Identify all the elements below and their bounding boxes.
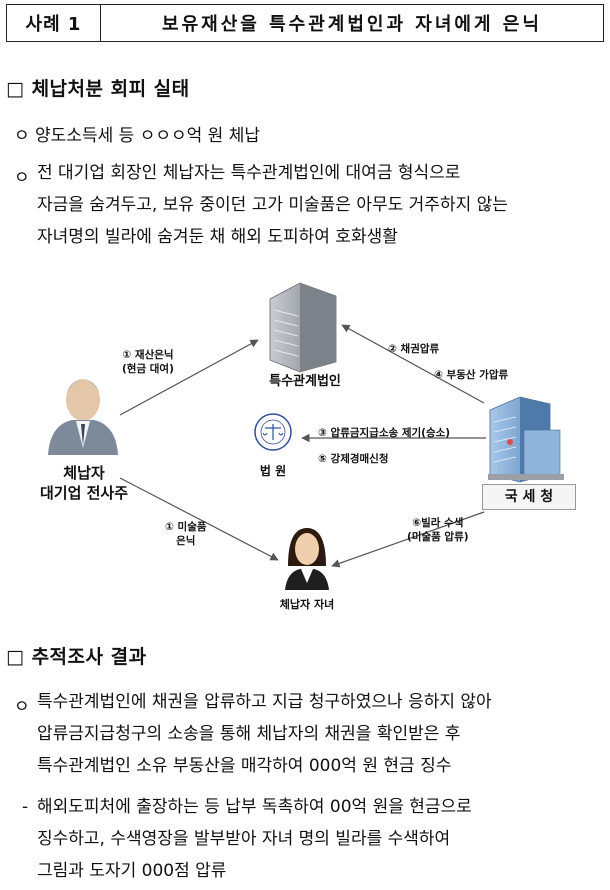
- bullet-mark: ㅇ: [14, 168, 30, 188]
- text-line: 전 대기업 회장인 체납자는 특수관계법인에 대여금 형식으로: [37, 163, 461, 183]
- case-label: 사례 1: [7, 5, 101, 41]
- bullet-arrears: ㅇ 양도소득세 등 ㅇㅇㅇ억 원 체납: [14, 126, 260, 146]
- case-header: 사례 1 보유재산을 특수관계법인과 자녀에게 은닉: [6, 4, 604, 42]
- text-line: 특수관계법인에 채권을 압류하고 지급 청구하였으나 응하지 않아: [37, 692, 492, 712]
- court-seal-icon: [254, 413, 292, 451]
- section-title-results: □ 추적조사 결과: [6, 646, 147, 668]
- bullet-mark: ㅇ: [14, 697, 30, 717]
- arrow-label-hide-assets: ① 재산은닉(현금 대여): [122, 349, 174, 375]
- nts-building-icon: [488, 396, 564, 483]
- text-line: 그림과 도자기 000점 압류: [37, 861, 227, 881]
- section-title-evasion: □ 체납처분 회피 실태: [6, 78, 190, 100]
- text-line: 자녀명의 빌라에 숨겨둔 채 해외 도피하여 호화생활: [37, 227, 398, 247]
- child-label: 체납자 자녀: [279, 598, 335, 611]
- paragraph-results-2: 해외도피처에 출장하는 등 납부 독촉하여 00억 원을 현금으로 징수하고, …: [37, 791, 603, 887]
- text-line: 해외도피처에 출장하는 등 납부 독촉하여 00억 원을 현금으로: [37, 797, 472, 817]
- child-person-icon: [285, 528, 329, 590]
- case-title: 보유재산을 특수관계법인과 자녀에게 은닉: [162, 14, 542, 35]
- text-line: 징수하고, 수색영장을 발부받아 자녀 명의 빌라를 수색하여: [37, 829, 451, 849]
- taxpayer-label: 체납자: [63, 464, 105, 482]
- court-label: 법 원: [259, 464, 287, 478]
- arrow-label-search-villa: ⑥빌라 수색(미술품 압류): [407, 517, 469, 543]
- arrow-label-lawsuit: ③ 압류금지급소송 제기(승소): [318, 427, 451, 439]
- company-building-icon: [269, 282, 337, 373]
- dash-mark: -: [22, 797, 29, 817]
- text-line: 특수관계법인 소유 부동산을 매각하여 000억 원 현금 징수: [37, 756, 452, 776]
- arrow-label-auction: ⑤ 강제경매신청: [318, 453, 389, 465]
- taxpayer-person-icon: [48, 379, 118, 455]
- paragraph-results-1: 특수관계법인에 채권을 압류하고 지급 청구하였으나 응하지 않아 압류금지급청…: [37, 686, 603, 782]
- taxpayer-sublabel: 대기업 전사주: [39, 484, 129, 502]
- arrow-label-provisional-seizure: ④ 부동산 가압류: [434, 369, 509, 381]
- company-label: 특수관계법인: [269, 374, 341, 389]
- paragraph-evasion: 전 대기업 회장인 체납자는 특수관계법인에 대여금 형식으로 자금을 숨겨두고…: [37, 157, 603, 253]
- text-line: 자금을 숨겨두고, 보유 중이던 고가 미술품은 아무도 거주하지 않는: [37, 195, 508, 215]
- nts-label: 국 세 청: [482, 484, 576, 510]
- arrow-label-seize-claim: ② 채권압류: [388, 343, 440, 355]
- text-line: 압류금지급청구의 소송을 통해 체납자의 채권을 확인받은 후: [37, 724, 461, 744]
